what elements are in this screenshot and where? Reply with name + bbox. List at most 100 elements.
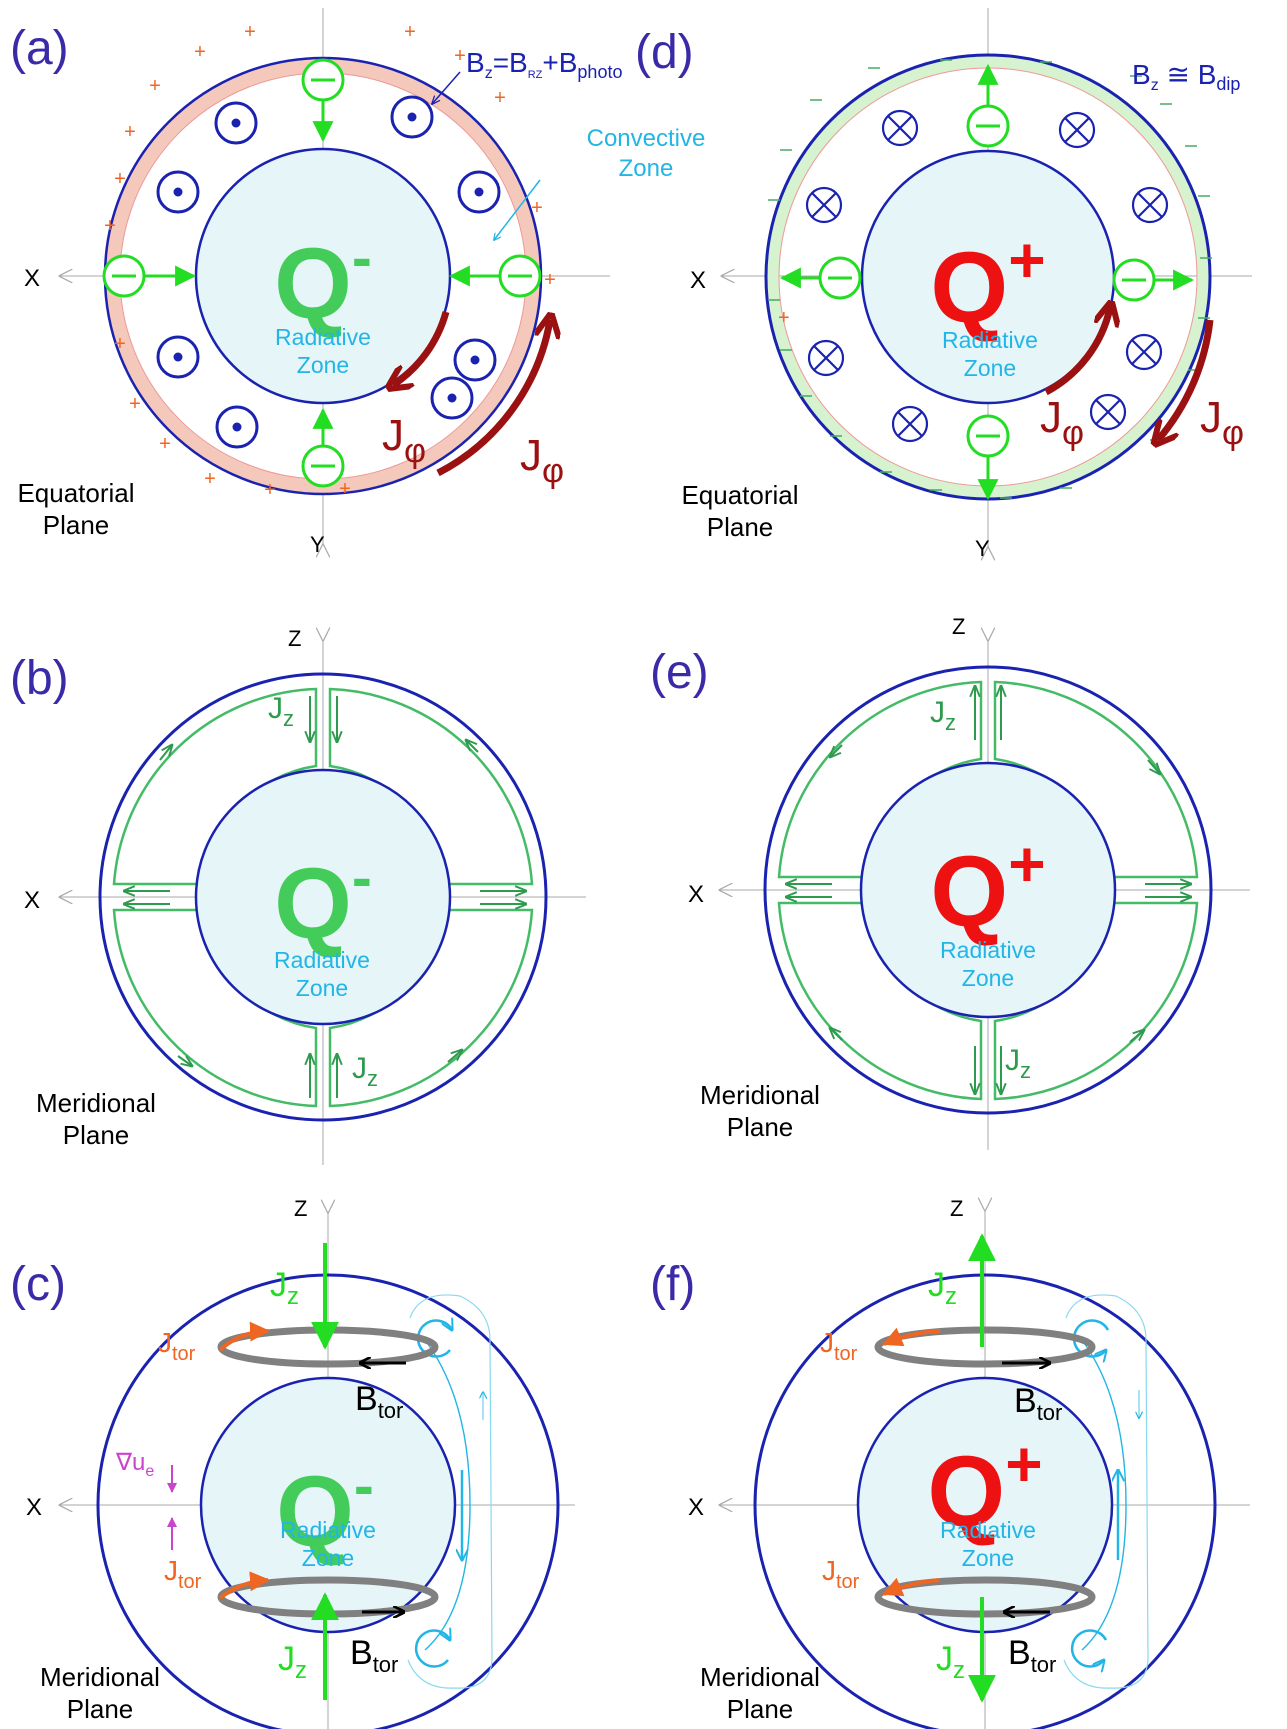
j-tor-label-bottom: Jtor: [822, 1555, 860, 1593]
convective-label-1: Convective: [587, 125, 706, 152]
svg-text:+: +: [264, 479, 276, 501]
radiative-zone: [199, 1376, 457, 1634]
current-direction-arrows: [124, 696, 526, 1098]
svg-text:+: +: [339, 478, 351, 500]
plane-label-1: Equatorial: [17, 478, 134, 508]
x-axis-label: X: [690, 267, 706, 294]
svg-text:+: +: [114, 333, 126, 355]
j-tor-arrow-bottom: [882, 1577, 941, 1597]
plane-label-2: Plane: [63, 1120, 130, 1150]
z-axis-label: Z: [288, 626, 301, 651]
svg-text:+: +: [129, 393, 141, 415]
j-tor-label-top: Jtor: [820, 1327, 858, 1365]
charge-label: Q-: [274, 844, 372, 960]
field-out-symbols: [156, 95, 501, 449]
panel-label-f: (f): [650, 1258, 695, 1311]
y-axis-label: Y: [975, 536, 990, 561]
j-phi-label-inner: Jφ: [382, 411, 426, 470]
field-line-outer: [407, 1294, 493, 1689]
j-tor-arrow-top: [882, 1327, 941, 1347]
svg-text:+: +: [104, 215, 116, 237]
field-loop-bottom: [1070, 1629, 1108, 1667]
panel-label-b: (b): [10, 652, 69, 705]
b-tor-label-top: Btor: [1014, 1382, 1062, 1425]
negative-charge-markers: [779, 63, 1195, 501]
y-axis-label: Y: [310, 532, 325, 557]
jz-label-top: Jz: [930, 696, 956, 735]
plane-label-1: Meridional: [40, 1662, 160, 1692]
x-axis-label: X: [688, 881, 704, 908]
x-axis-label: X: [24, 265, 40, 292]
plane-label-2: Plane: [43, 510, 110, 540]
panel-b: (b) X Z Jz Jz Q- Radiative Zone Meridion…: [10, 626, 586, 1165]
radiative-label-1: Radiative: [940, 1517, 1036, 1543]
svg-text:+: +: [404, 21, 416, 43]
panel-a: ++++ ++++ ++++ ++++ ++: [10, 8, 705, 557]
b-tor-label-top: Btor: [355, 1380, 403, 1423]
plane-label-2: Plane: [67, 1694, 134, 1724]
jz-label-bottom: Jz: [1005, 1044, 1031, 1083]
outer-boundary: [753, 1273, 1217, 1729]
field-in-symbols: [805, 109, 1169, 443]
panel-label-e: (e): [650, 646, 709, 699]
convective-pointer: [494, 179, 541, 240]
toroidal-ring-bottom: [874, 1576, 1096, 1618]
field-line-outer: [1063, 1294, 1149, 1689]
j-phi-inner-arrow: [1044, 308, 1110, 396]
bz-formula: Bz=BRZ+Bphoto: [466, 47, 622, 82]
plane-label-1: Meridional: [700, 1662, 820, 1692]
j-tor-label-top: Jtor: [158, 1327, 196, 1365]
plane-label-2: Plane: [727, 1112, 794, 1142]
panel-e: (e) X Z Jz Jz Q+ Radiative Zone Meridion…: [650, 614, 1250, 1150]
plane-label-2: Plane: [707, 512, 774, 542]
svg-text:+: +: [531, 197, 543, 219]
b-tor-label-bottom: Btor: [350, 1634, 398, 1677]
svg-text:+: +: [454, 45, 466, 67]
negative-charge-markers: [102, 58, 542, 488]
field-line-inner: [424, 1339, 471, 1651]
radiative-label-1: Radiative: [280, 1517, 376, 1543]
panel-f: (f) X Z Jz Jz Jtor Jtor Btor Btor Q+ Rad…: [650, 1196, 1250, 1729]
convective-label-2: Zone: [619, 155, 674, 182]
radiative-label-2: Zone: [296, 975, 348, 1001]
field-line-inner: [1081, 1339, 1127, 1651]
jz-label-bottom: Jz: [936, 1640, 965, 1684]
j-tor-arrow-bottom: [218, 1571, 270, 1600]
panel-c: (c) X Z Jz Jz Jtor Jtor Btor Btor ∇ue Q-…: [10, 1196, 575, 1729]
outer-boundary: [96, 1273, 560, 1729]
plane-label-1: Meridional: [36, 1088, 156, 1118]
bz-pointer: [432, 71, 461, 104]
radiative-label-1: Radiative: [942, 327, 1038, 353]
svg-text:+: +: [494, 87, 506, 109]
panel-d: + (d) X Y Bz ≅ Bdip Q+ Radiative: [635, 8, 1252, 561]
j-phi-outer-arrow: [436, 320, 550, 477]
radiative-label-2: Zone: [302, 1545, 354, 1571]
jz-label-bottom: Jz: [278, 1640, 307, 1684]
radiative-label-2: Zone: [297, 352, 349, 378]
radiative-label-2: Zone: [964, 355, 1016, 381]
j-tor-arrow-top: [218, 1321, 270, 1352]
outer-boundary: [763, 665, 1213, 1115]
radiative-zone: [194, 768, 452, 1026]
jz-label-bottom: Jz: [352, 1052, 378, 1091]
jz-label-top: Jz: [270, 1266, 299, 1310]
x-axis-label: X: [24, 887, 40, 914]
svg-text:+: +: [544, 269, 556, 291]
bz-formula: Bz ≅ Bdip: [1132, 59, 1240, 94]
svg-text:+: +: [159, 433, 171, 455]
field-loop-bottom: [414, 1631, 450, 1668]
radiative-zone: [856, 1376, 1114, 1634]
current-direction-arrows: [786, 686, 1191, 1094]
surface-charges: ++++ ++++ ++++ ++++ ++: [104, 21, 556, 501]
radiative-label-1: Radiative: [940, 937, 1036, 963]
j-tor-label-bottom: Jtor: [164, 1555, 202, 1593]
z-axis-label: Z: [950, 1196, 963, 1221]
radiative-label-2: Zone: [962, 1545, 1014, 1571]
svg-text:+: +: [204, 468, 216, 490]
charge-label: Q-: [276, 1452, 374, 1568]
radiative-label-1: Radiative: [274, 947, 370, 973]
charge-label: Q-: [274, 224, 372, 340]
toroidal-ring-top: [874, 1326, 1096, 1368]
radiative-label-1: Radiative: [275, 324, 371, 350]
outer-boundary: [98, 672, 548, 1122]
